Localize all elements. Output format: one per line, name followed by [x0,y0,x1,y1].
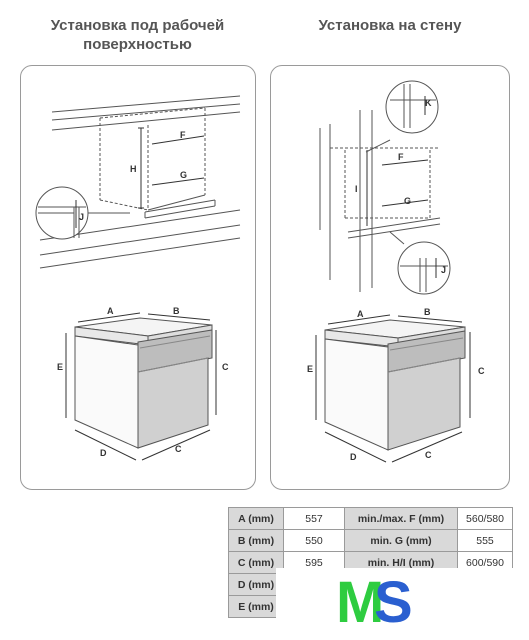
title-wall: Установка на стену [318,17,462,34]
table-cell: min. G (mm) [344,529,458,552]
table-row: A (mm) 557 min./max. F (mm) 560/580 [228,507,513,530]
dim-label-h: H [130,164,137,174]
oven-right-drawing [315,314,471,463]
ms-logo: M S [336,570,413,630]
dim-label-b-right: B [424,307,431,317]
dim-label-i: I [355,184,358,194]
dim-label-e-left: E [57,362,63,372]
dim-label-c-right-left: C [222,362,229,372]
dimensions-table: A (mm) 557 min./max. F (mm) 560/580 B (m… [228,507,513,618]
table-cell: C (mm) [228,551,284,574]
dim-label-g-wall: G [404,196,411,206]
table-cell: 557 [283,507,345,530]
dim-label-a-right: A [357,309,364,319]
dim-label-c-bottom-right: C [425,450,432,460]
dim-label-j-wall: J [441,265,446,275]
logo-s: S [374,570,413,630]
table-cell: B (mm) [228,529,284,552]
dim-label-c-bottom-left: C [175,444,182,454]
logo-m: M [336,570,384,630]
table-cell: E (mm) [228,595,284,618]
dim-label-d-left: D [100,448,107,458]
table-cell: 550 [283,529,345,552]
wall-niche-drawing [319,80,451,295]
dim-label-k: K [425,98,432,108]
title-under-counter-line2: поверхностью [83,36,192,53]
table-row: B (mm) 550 min. G (mm) 555 [228,529,513,552]
title-under-counter-line1: Установка под рабочей [50,17,225,34]
table-cell: 555 [457,529,513,552]
table-row: D (mm) [228,573,513,596]
dim-label-c-right-right: C [478,366,485,376]
table-cell: 560/580 [457,507,513,530]
dim-label-f: F [180,130,186,140]
dim-label-g: G [180,170,187,180]
under-counter-niche-drawing [35,95,241,269]
dim-label-e-right: E [307,364,313,374]
dim-label-f-wall: F [398,152,404,162]
oven-left-drawing [65,312,217,461]
title-under-counter: Установка под рабочей поверхностью [20,16,255,54]
dim-label-j-left: J [79,212,84,222]
dim-label-d-right: D [350,452,357,462]
dim-label-a-left: A [107,306,114,316]
dim-label-b-left: B [173,306,180,316]
logo-backdrop [276,568,529,640]
table-cell: D (mm) [228,573,284,596]
table-cell: A (mm) [228,507,284,530]
table-cell: min./max. F (mm) [344,507,458,530]
